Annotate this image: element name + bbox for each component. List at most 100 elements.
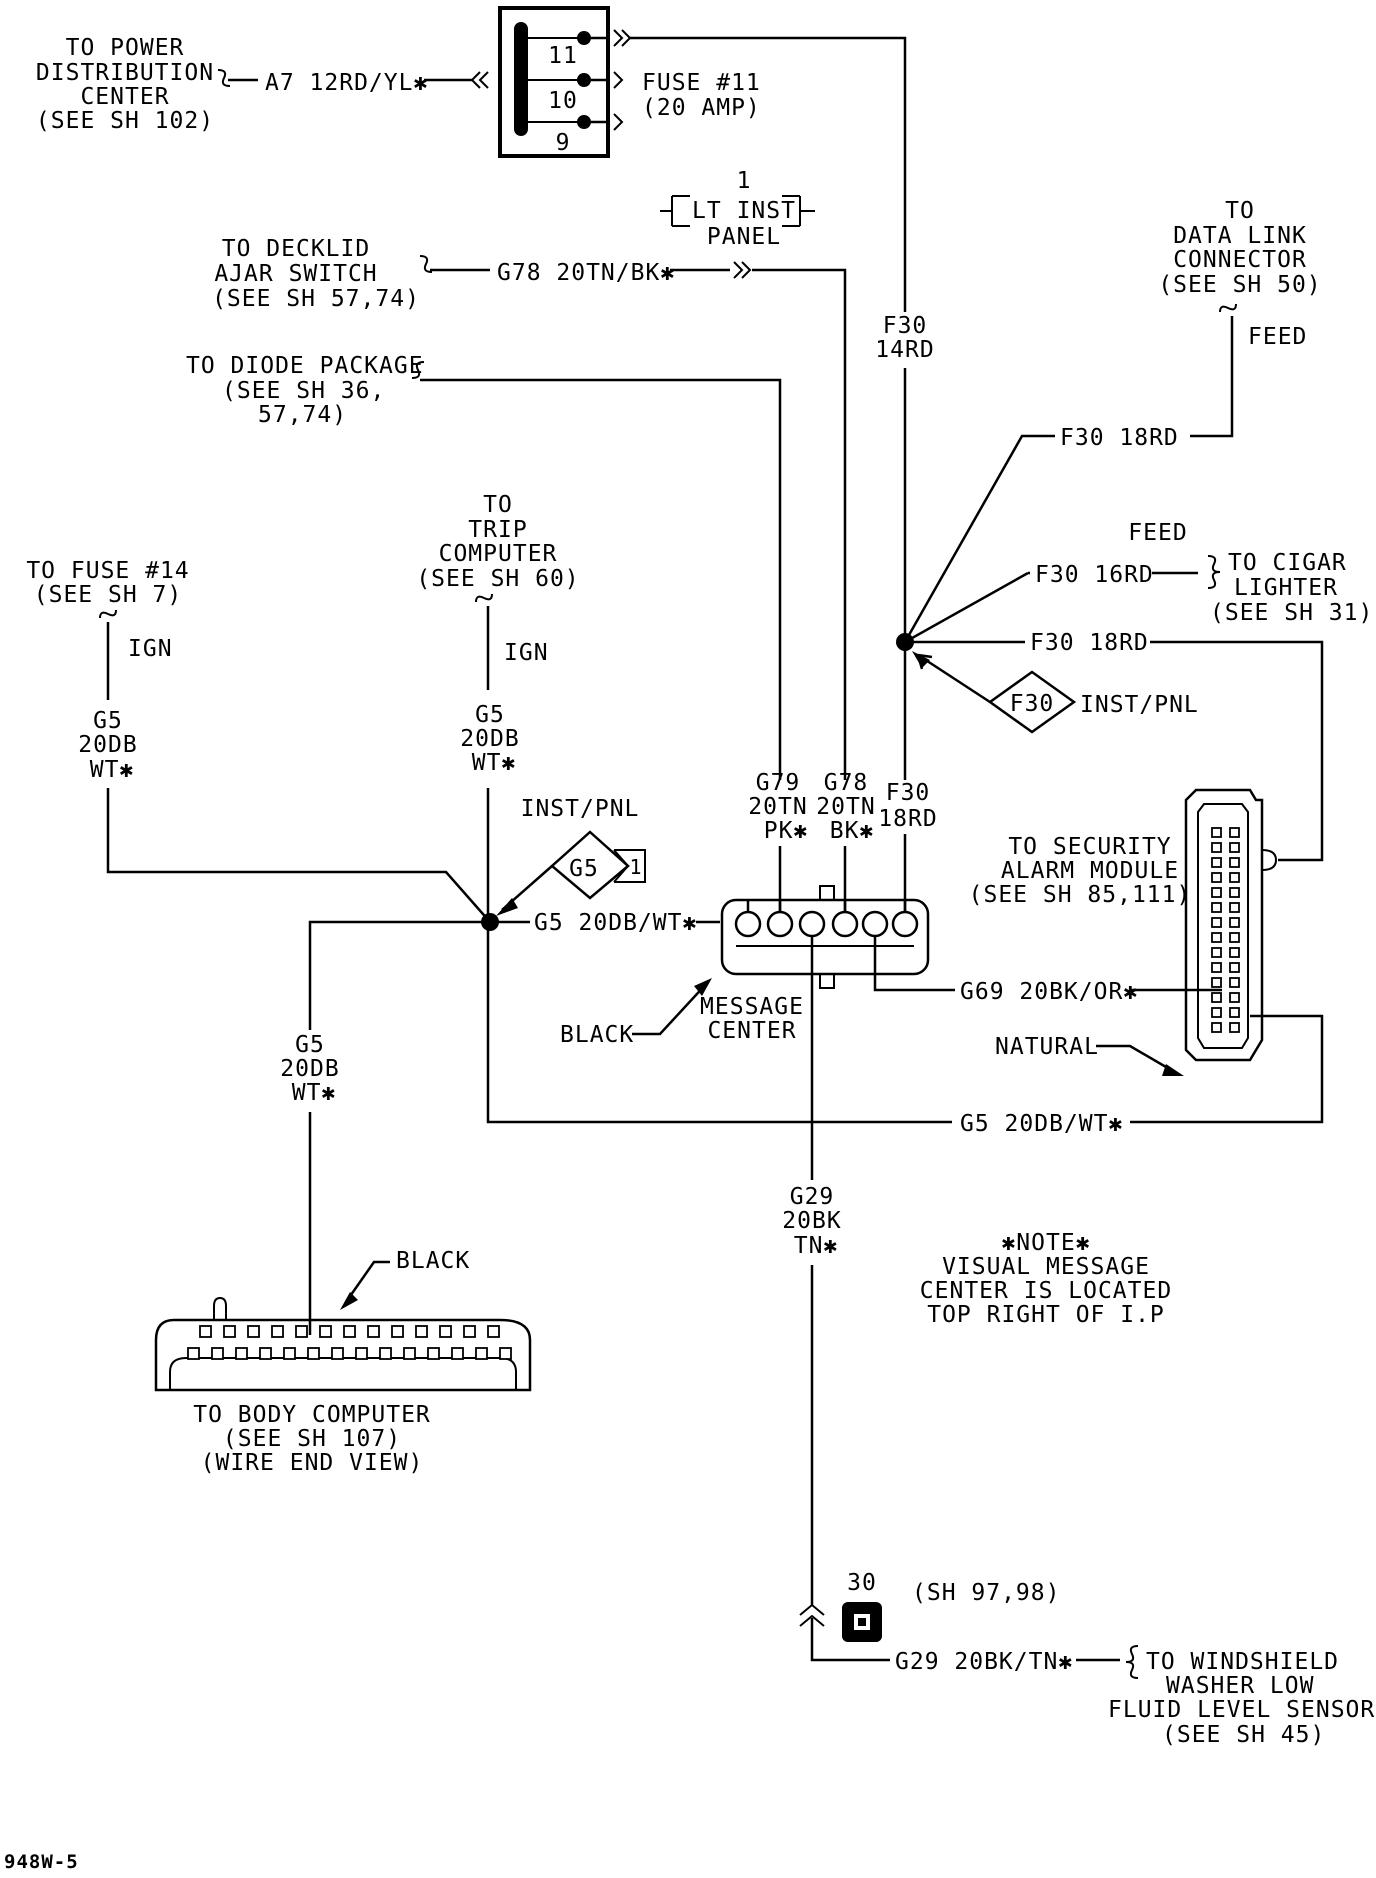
fuse-11-rating: (20 AMP) <box>642 95 761 121</box>
message-center-connector <box>720 885 930 989</box>
body-pin <box>415 1325 428 1338</box>
svg-text:TO POWER: TO POWER <box>66 35 185 61</box>
body-pin <box>211 1347 224 1360</box>
g5-fuse14-wire <box>106 788 491 923</box>
security-pin <box>1211 992 1222 1003</box>
security-pin <box>1211 962 1222 973</box>
body-computer-label: TO BODY COMPUTER (SEE SH 107) (WIRE END … <box>193 1402 431 1476</box>
svg-text:CENTER: CENTER <box>707 1018 796 1044</box>
body-pin <box>463 1325 476 1338</box>
trip-computer-label: TO TRIP COMPUTER (SEE SH 60) <box>416 492 579 592</box>
g69-label: G69 20BK/OR✱ <box>960 979 1138 1005</box>
a7-wire-label: A7 12RD/YL✱ <box>265 70 428 96</box>
security-pin <box>1229 1022 1240 1033</box>
svg-text:✱NOTE✱: ✱NOTE✱ <box>1001 1230 1090 1256</box>
svg-text:DATA LINK: DATA LINK <box>1173 223 1307 249</box>
data-link-feed: FEED <box>1248 324 1307 350</box>
cigar-feed: FEED <box>1128 520 1187 546</box>
svg-text:1: 1 <box>629 855 642 879</box>
security-pin <box>1211 917 1222 928</box>
ground-splice: 30 <box>842 1570 882 1642</box>
fuse-block-frame <box>498 6 610 158</box>
svg-text:WASHER LOW: WASHER LOW <box>1166 1673 1314 1699</box>
body-computer-pins <box>187 1325 512 1360</box>
security-pin <box>1229 887 1240 898</box>
svg-text:30: 30 <box>847 1570 877 1596</box>
f30-mc-label: F30 <box>886 780 931 806</box>
f30-security-wire <box>1150 640 1324 862</box>
svg-text:AJAR SWITCH: AJAR SWITCH <box>214 261 377 287</box>
svg-text:G5: G5 <box>569 856 599 882</box>
body-pin <box>295 1325 308 1338</box>
security-module-label: TO SECURITY ALARM MODULE (SEE SH 85,111) <box>969 834 1192 908</box>
g5-bottom-label: G5 20DB/WT✱ <box>960 1111 1123 1137</box>
svg-text:ALARM MODULE: ALARM MODULE <box>1001 858 1179 884</box>
g5-splice-location: INST/PNL <box>521 796 640 822</box>
svg-text:20TN: 20TN <box>816 794 875 820</box>
body-pin <box>199 1325 212 1338</box>
body-pin <box>499 1347 512 1360</box>
lt-inst-panel: 1 LT INST PANEL <box>660 168 815 250</box>
washer-sensor-label: TO WINDSHIELD WASHER LOW FLUID LEVEL SEN… <box>1108 1649 1375 1748</box>
fuse-block: 11 10 9 <box>470 6 632 158</box>
body-computer-connector <box>154 1296 532 1392</box>
svg-text:(SEE SH 85,111): (SEE SH 85,111) <box>969 882 1192 908</box>
svg-text:CENTER IS LOCATED: CENTER IS LOCATED <box>920 1278 1172 1304</box>
svg-text:20DB: 20DB <box>78 732 137 758</box>
g5-fuse14-label: G5 <box>93 708 123 734</box>
f30-splice-marker: F30 <box>912 651 1077 734</box>
fuse-pin-9-label: 9 <box>556 130 571 156</box>
security-module-connector <box>1184 788 1278 1062</box>
svg-text:(SEE SH 36,: (SEE SH 36, <box>222 378 385 404</box>
ground-ref: (SH 97,98) <box>912 1580 1060 1606</box>
security-pin <box>1229 962 1240 973</box>
security-pin <box>1211 1022 1222 1033</box>
fuse-14-label: TO FUSE #14 (SEE SH 7) <box>26 558 188 608</box>
g5-mc-label: G5 20DB/WT✱ <box>534 910 697 936</box>
f30-data-link-label: F30 18RD <box>1060 425 1179 451</box>
svg-text:(SEE SH 57,74): (SEE SH 57,74) <box>212 286 420 312</box>
security-pin <box>1211 842 1222 853</box>
security-pin <box>1229 872 1240 883</box>
svg-text:TO BODY COMPUTER: TO BODY COMPUTER <box>193 1402 431 1428</box>
note-block: ✱NOTE✱ VISUAL MESSAGE CENTER IS LOCATED … <box>920 1230 1172 1328</box>
svg-text:(SEE SH 107): (SEE SH 107) <box>223 1426 401 1452</box>
svg-text:(WIRE END VIEW): (WIRE END VIEW) <box>201 1450 424 1476</box>
g79-wire <box>420 378 782 780</box>
svg-text:TO DIODE PACKAGE: TO DIODE PACKAGE <box>186 353 424 379</box>
body-pin <box>187 1347 200 1360</box>
svg-text:(SEE SH 31): (SEE SH 31) <box>1210 600 1373 626</box>
body-pin <box>307 1347 320 1360</box>
security-pin <box>1211 932 1222 943</box>
security-pin <box>1211 887 1222 898</box>
svg-text:57,74): 57,74) <box>258 402 347 428</box>
trip-computer-ign: IGN <box>504 640 549 666</box>
svg-text:TRIP: TRIP <box>468 517 527 543</box>
security-pin <box>1211 827 1222 838</box>
security-pin <box>1229 992 1240 1003</box>
body-pin <box>475 1347 488 1360</box>
security-pin <box>1229 902 1240 913</box>
svg-text:(SEE SH 7): (SEE SH 7) <box>34 582 182 608</box>
g79-label: G79 <box>756 770 801 796</box>
g5-body-label: G5 <box>295 1032 325 1058</box>
svg-text:WT✱: WT✱ <box>472 750 517 776</box>
svg-text:(SEE SH 50): (SEE SH 50) <box>1158 272 1321 298</box>
svg-text:FLUID LEVEL SENSOR: FLUID LEVEL SENSOR <box>1108 1697 1375 1723</box>
g78-decklid-label: G78 20TN/BK✱ <box>497 260 675 286</box>
security-pin <box>1211 977 1222 988</box>
f30-14rd-wire <box>630 36 907 640</box>
svg-text:TO CIGAR: TO CIGAR <box>1228 550 1347 576</box>
security-pin <box>1229 917 1240 928</box>
g5-splice-marker: G5 1 <box>496 830 646 916</box>
g29-label: G29 <box>790 1184 835 1210</box>
security-pin <box>1229 827 1240 838</box>
security-pin <box>1211 902 1222 913</box>
body-pin <box>379 1347 392 1360</box>
svg-text:(SEE SH 60): (SEE SH 60) <box>416 566 579 592</box>
body-pin <box>427 1347 440 1360</box>
security-pin <box>1229 947 1240 958</box>
fuse-pin-9 <box>577 115 591 129</box>
g78-wire <box>752 268 847 780</box>
svg-text:LIGHTER: LIGHTER <box>1234 575 1338 601</box>
